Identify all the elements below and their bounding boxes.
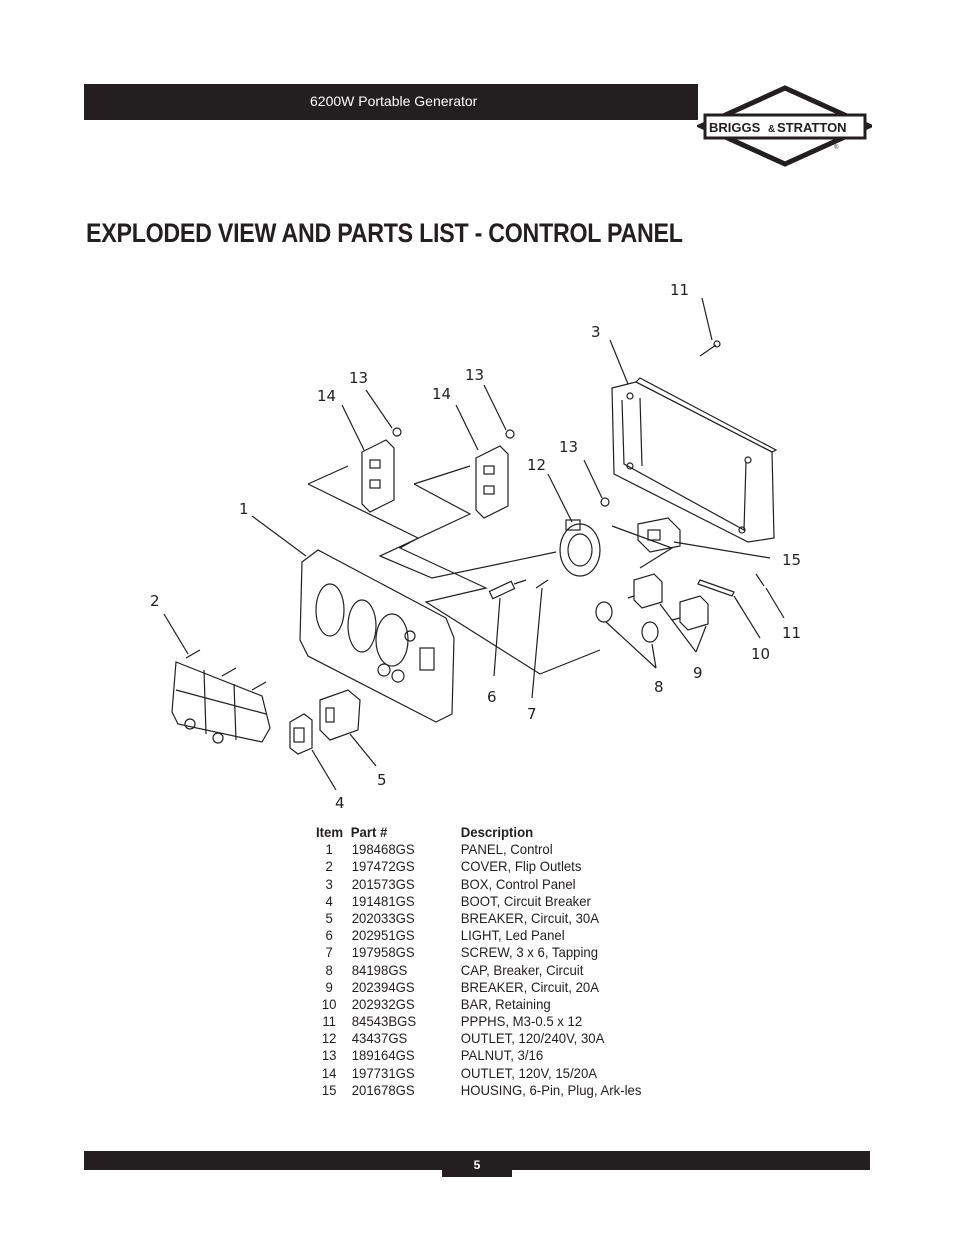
- part-item-number: 15: [321, 1081, 337, 1098]
- part-description: SCREW, 3 x 6, Tapping: [460, 944, 599, 961]
- breaker-caps: [595, 601, 659, 643]
- leader-lines: [163, 297, 785, 791]
- part-description: OUTLET, 120V, 15/20A: [460, 1064, 598, 1081]
- part-number: 201678GS: [351, 1081, 415, 1098]
- callout-14-left: 14: [317, 387, 336, 405]
- part-description: COVER, Flip Outlets: [460, 858, 582, 875]
- part-description: HOUSING, 6-Pin, Plug, Ark-les: [460, 1081, 642, 1098]
- logo-text-amp: &: [768, 124, 775, 135]
- part-item-number: 1: [325, 841, 333, 858]
- part-description: OUTLET, 120/240V, 30A: [460, 1030, 605, 1047]
- part-description: LIGHT, Led Panel: [460, 927, 565, 944]
- led-light: [488, 579, 527, 600]
- screw-top: [699, 340, 721, 357]
- part-number: 202932GS: [351, 995, 415, 1012]
- part-description: BOOT, Circuit Breaker: [460, 892, 591, 909]
- logo-text-briggs: BRIGGS: [709, 120, 761, 135]
- part-number: 43437GS: [351, 1030, 408, 1047]
- header-part-number: Part #: [350, 824, 388, 840]
- screw-lower: [755, 573, 765, 587]
- screw-tapping: [535, 579, 549, 589]
- part-description: BREAKER, Circuit, 30A: [460, 909, 599, 926]
- callout-numbers: 11 3 13 14 13 14 13 12 1 2 15 11 10 9 8 …: [150, 281, 801, 812]
- part-item-number: 10: [321, 995, 337, 1012]
- callout-6: 6: [487, 688, 497, 706]
- briggs-stratton-logo: BRIGGS & STRATTON ®: [697, 85, 872, 167]
- flip-outlet-cover: [171, 649, 271, 744]
- exploded-view-diagram: 11 3 13 14 13 14 13 12 1 2 15 11 10 9 8 …: [150, 281, 801, 812]
- page-number: 5: [442, 1152, 512, 1177]
- part-number: 197731GS: [351, 1064, 415, 1081]
- callout-11-lower: 11: [782, 624, 801, 642]
- control-panel-plate: [299, 549, 455, 723]
- part-number: 202951GS: [351, 927, 415, 944]
- part-description: BOX, Control Panel: [460, 875, 576, 892]
- page-title: EXPLODED VIEW AND PARTS LIST - CONTROL P…: [86, 218, 683, 248]
- callout-15: 15: [782, 551, 801, 569]
- callout-13-middle: 13: [465, 366, 484, 384]
- part-number: 191481GS: [351, 892, 415, 909]
- callout-13-left: 13: [349, 369, 368, 387]
- part-item-number: 5: [325, 909, 333, 926]
- part-item-number: 9: [325, 978, 333, 995]
- callout-10: 10: [751, 645, 770, 663]
- part-description: PANEL, Control: [460, 841, 553, 858]
- callout-8: 8: [654, 678, 664, 696]
- callout-2: 2: [150, 592, 160, 610]
- callout-9: 9: [693, 664, 703, 682]
- part-number: 202033GS: [351, 909, 415, 926]
- part-description: BREAKER, Circuit, 20A: [460, 978, 599, 995]
- part-description: CAP, Breaker, Circuit: [460, 961, 584, 978]
- callout-4: 4: [335, 794, 345, 812]
- part-item-number: 4: [325, 892, 333, 909]
- part-description: PPPHS, M3-0.5 x 12: [460, 1013, 583, 1030]
- part-description: PALNUT, 3/16: [460, 1047, 544, 1064]
- part-number: 84543BGS: [351, 1013, 417, 1030]
- part-number: 84198GS: [351, 961, 408, 978]
- callout-14-right: 14: [432, 385, 451, 403]
- part-item-number: 2: [325, 858, 333, 875]
- document-title: 6200W Portable Generator: [310, 93, 478, 109]
- callout-12: 12: [527, 456, 546, 474]
- part-item-number: 6: [325, 927, 333, 944]
- part-item-number: 13: [321, 1047, 337, 1064]
- part-number: 198468GS: [351, 841, 415, 858]
- header-bar: 6200W Portable Generator: [84, 84, 698, 120]
- callout-7: 7: [527, 705, 537, 723]
- part-number: 197472GS: [351, 858, 415, 875]
- callout-3: 3: [591, 323, 601, 341]
- circuit-breaker-30a: [319, 689, 361, 741]
- callout-13-right: 13: [559, 438, 578, 456]
- part-description: BAR, Retaining: [460, 995, 551, 1012]
- circuit-breaker-boot: [289, 713, 313, 755]
- part-number: 189164GS: [351, 1047, 415, 1064]
- part-item-number: 3: [325, 875, 333, 892]
- logo-registered-mark: ®: [834, 144, 839, 151]
- outlet-left: [361, 427, 402, 513]
- header-description: Description: [460, 824, 534, 840]
- callout-11-top: 11: [670, 281, 689, 299]
- part-item-number: 12: [321, 1030, 337, 1047]
- part-number: 201573GS: [351, 875, 415, 892]
- part-number: 197958GS: [351, 944, 415, 961]
- control-panel-box: [611, 377, 778, 543]
- part-item-number: 14: [321, 1064, 337, 1081]
- outlet-right: [475, 429, 515, 519]
- part-item-number: 11: [322, 1013, 336, 1030]
- part-item-number: 8: [325, 961, 333, 978]
- plug-housing: [637, 517, 681, 553]
- twist-lock-outlet: [559, 497, 610, 577]
- logo-text-stratton: STRATTON: [777, 120, 847, 135]
- circuit-breakers-20a: [627, 573, 709, 631]
- retaining-bar: [697, 579, 735, 597]
- header-item: Item: [316, 824, 344, 840]
- part-item-number: 7: [325, 944, 333, 961]
- part-number: 202394GS: [351, 978, 415, 995]
- callout-1: 1: [239, 500, 249, 518]
- callout-5: 5: [377, 771, 387, 789]
